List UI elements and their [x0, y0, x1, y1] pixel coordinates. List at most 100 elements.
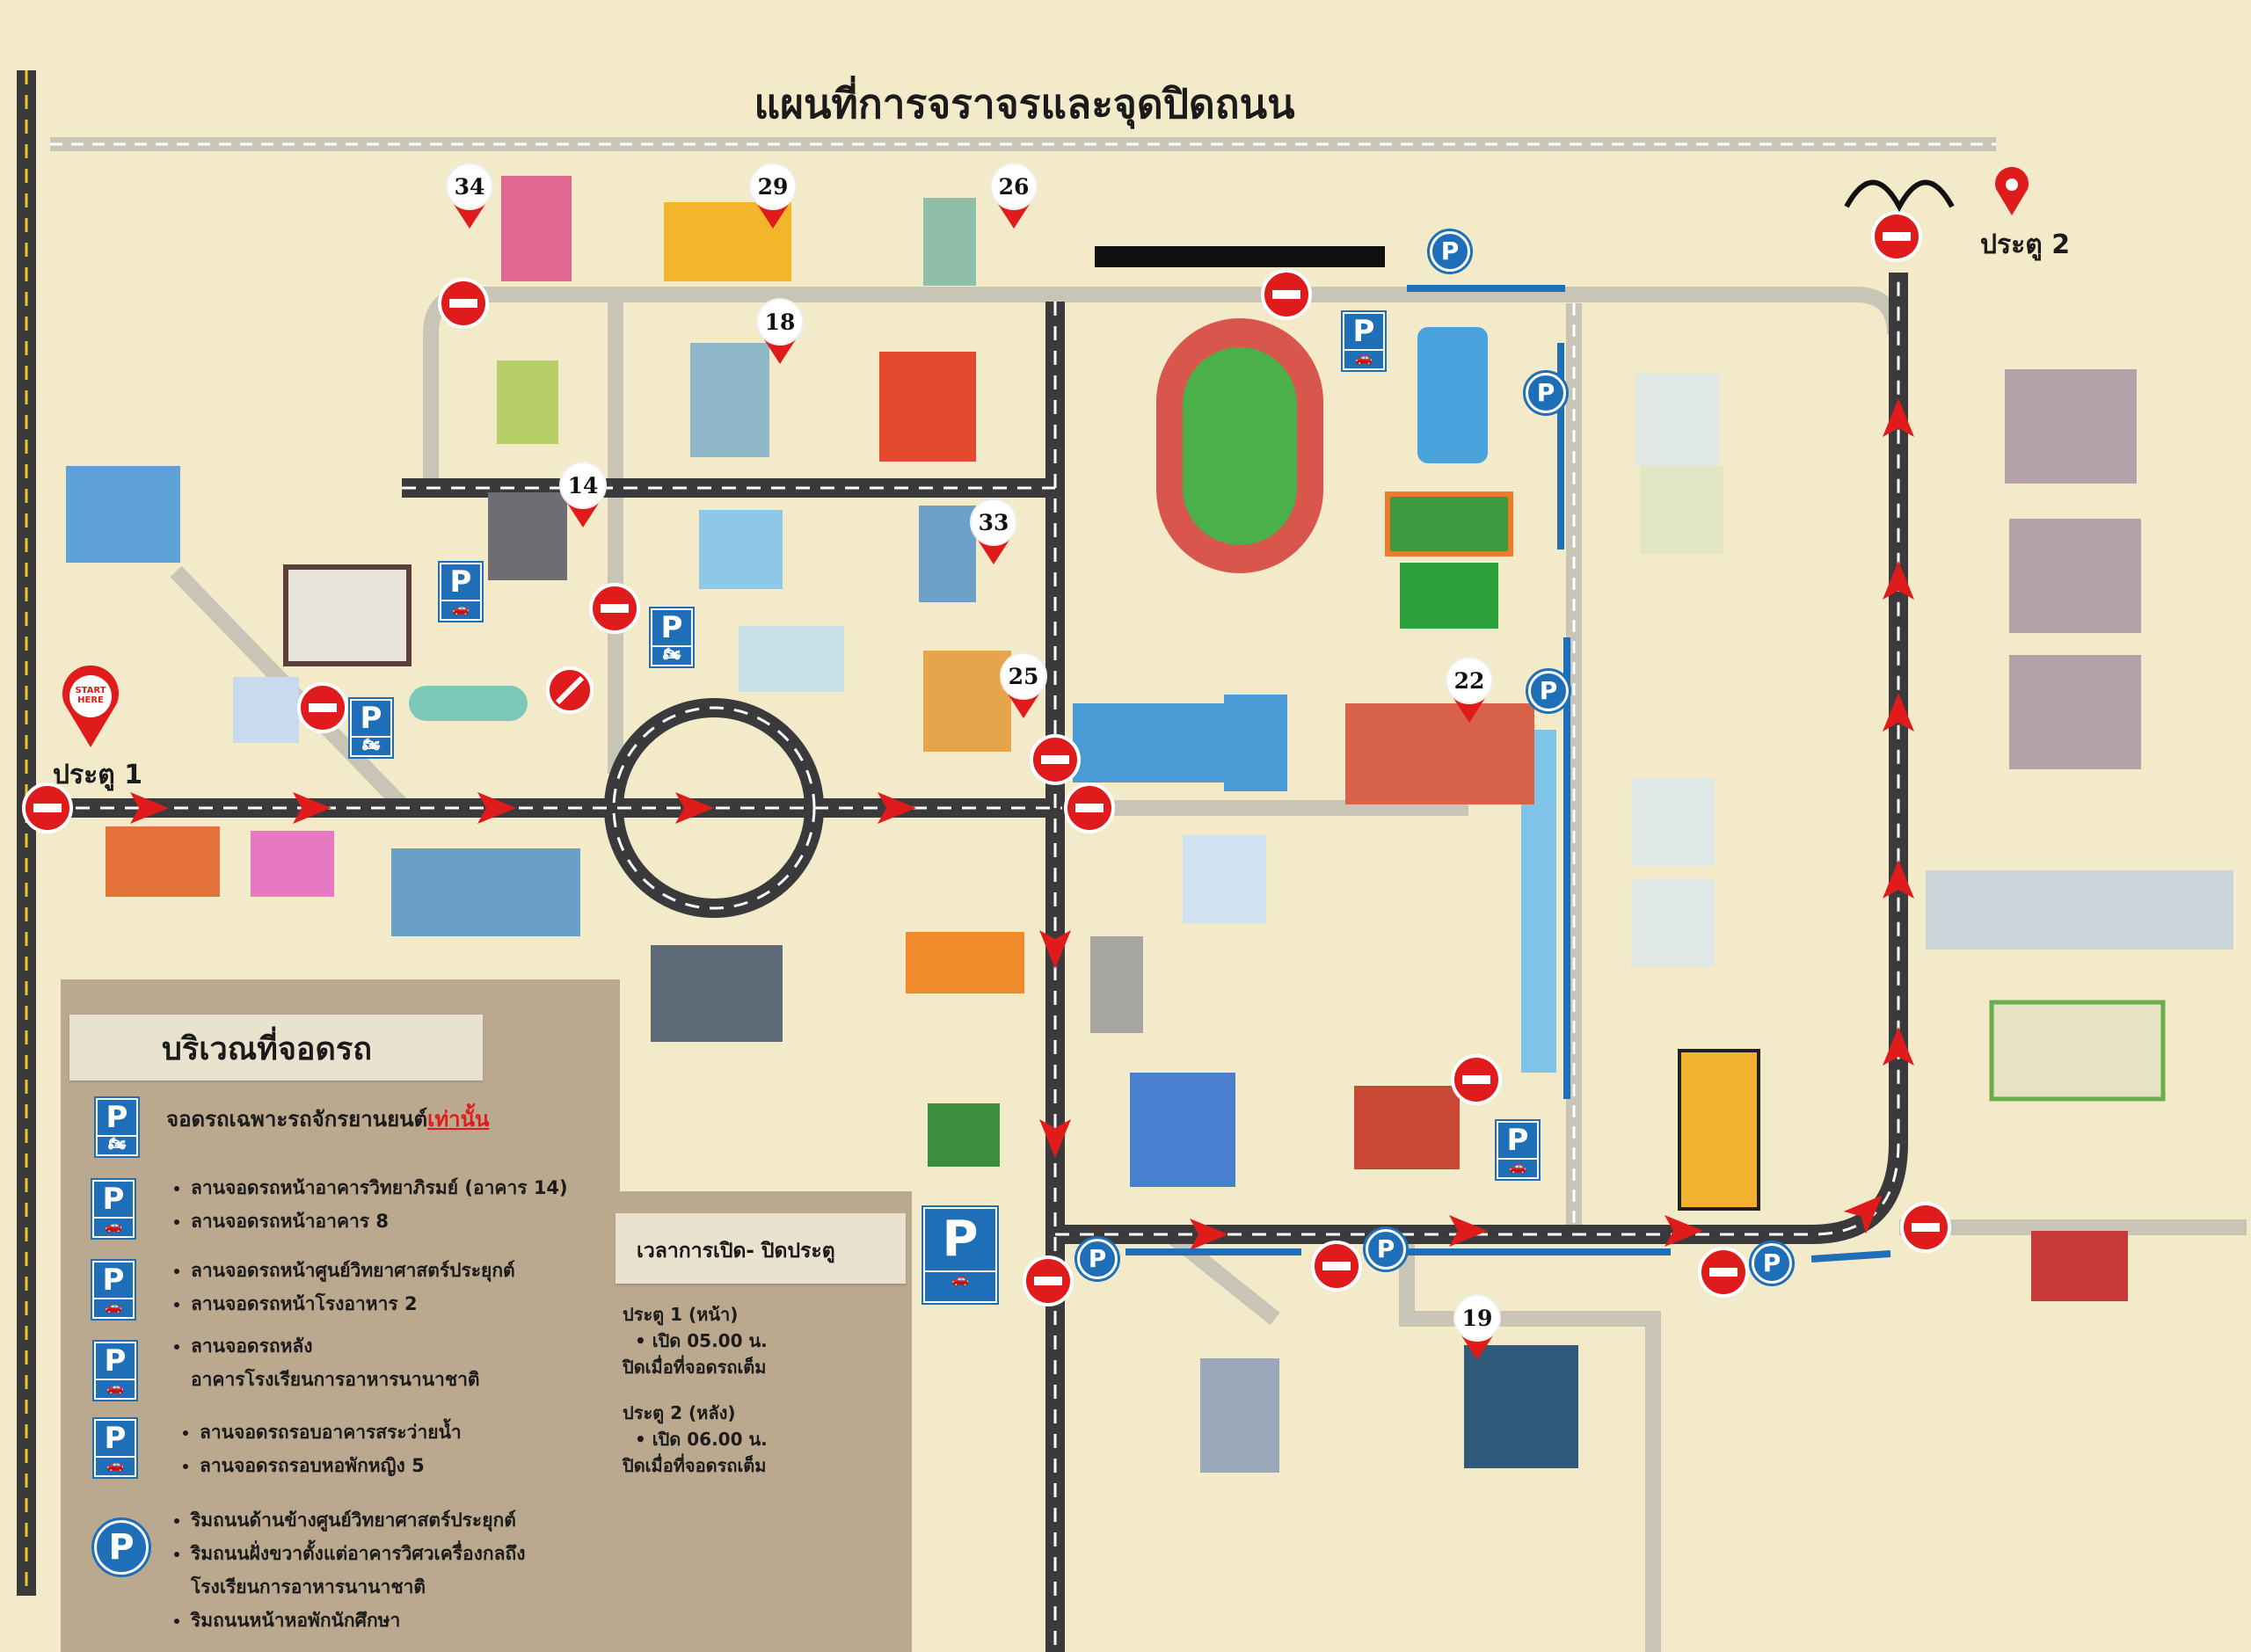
arrow-icon [130, 792, 169, 824]
football-field [1400, 563, 1498, 629]
basketball-courts [1073, 703, 1231, 782]
parking-legend-title: บริเวณที่จอดรถ [162, 1031, 373, 1067]
stadium-track [1156, 318, 1323, 573]
buildings [66, 176, 2233, 1473]
arrow-icon [1883, 1027, 1914, 1066]
roadside-parking-sign: P [1363, 1226, 1409, 1272]
car-parking-sign: P🚗 [438, 561, 484, 622]
gate-hours-list: ประตู 1 (หน้า) • เปิด 05.00 น. ปิดเมื่อท… [623, 1301, 768, 1479]
arrow-icon [1039, 1119, 1071, 1158]
page-title: แผนที่การจราจรและจุดปิดถนน [754, 80, 1295, 127]
motorcycle-parking-icon: P🏍 [94, 1096, 140, 1158]
gate1-close: ปิดเมื่อที่จอดรถเต็ม [623, 1357, 767, 1378]
svg-text:22: 22 [1454, 668, 1485, 694]
gate-hours-panel: เวลาการเปิด- ปิดประตู [610, 1191, 912, 1652]
arrow-icon [1883, 561, 1914, 600]
building-pin-29: 29 [749, 163, 797, 229]
start-pin [62, 665, 120, 747]
no-entry-icon [297, 682, 348, 733]
svg-text:14: 14 [568, 473, 599, 499]
motorcycle-parking-sign: P🏍 [348, 697, 394, 759]
gate2-arch [1844, 179, 1955, 213]
swimming-pool [1417, 327, 1488, 463]
gate1-open: • เปิด 05.00 น. [635, 1330, 768, 1351]
building-pin-14: 14 [559, 462, 607, 528]
building-pin-22: 22 [1446, 657, 1493, 723]
car-parking-icon: P🚗 [92, 1340, 138, 1401]
no-entry-icon [1261, 269, 1312, 320]
gate2-location-pin [1995, 166, 2029, 215]
svg-text:26: 26 [999, 174, 1030, 200]
arrow-icon [1883, 398, 1914, 437]
no-entry-icon [1311, 1241, 1362, 1292]
direction-arrows [130, 398, 1914, 1250]
gate-2-label: ประตู 2 [1980, 229, 2071, 260]
no-entry-icon [1900, 1202, 1951, 1253]
building-pins: 34 29 26 18 14 33 25 22 19 [446, 163, 1501, 1360]
parking-group-2: ลานจอดรถหน้าศูนย์วิทยาศาสตร์ประยุกต์ลานจ… [166, 1254, 515, 1321]
no-entry-signs [22, 211, 1951, 1306]
svg-text:18: 18 [765, 309, 796, 335]
arrow-icon [477, 792, 516, 824]
building-pin-33: 33 [970, 499, 1017, 564]
arrow-icon [293, 792, 331, 824]
building-pin-34: 34 [446, 163, 493, 229]
roadside-parking-sign: P [1075, 1236, 1120, 1282]
arrow-icon [1883, 693, 1914, 731]
car-parking-icon: P🚗 [91, 1259, 136, 1321]
svg-text:33: 33 [979, 510, 1009, 535]
no-entry-icon [1698, 1247, 1749, 1298]
gate2-open: • เปิด 06.00 น. [635, 1429, 768, 1450]
no-entry-icon [1064, 782, 1115, 833]
parking-group-3: ลานจอดรถหลังอาคารโรงเรียนการอาหารนานาชาต… [166, 1329, 480, 1396]
building-pin-19: 19 [1453, 1294, 1501, 1360]
svg-text:29: 29 [758, 174, 789, 200]
no-entry-icon [22, 782, 73, 833]
building-pin-25: 25 [1000, 652, 1047, 718]
gate-hours-title: เวลาการเปิด- ปิดประตู [637, 1240, 835, 1263]
car-parking-sign: P🚗 [1341, 310, 1387, 372]
arrow-icon [1843, 1195, 1883, 1234]
gate1-name: ประตู 1 (หน้า) [623, 1304, 739, 1325]
car-parking-icon: P🚗 [92, 1417, 138, 1479]
gate2-name: ประตู 2 (หลัง) [623, 1402, 736, 1423]
arrow-icon [878, 792, 916, 824]
roadside-parking-sign: P [1427, 229, 1473, 274]
moto-only-note: จอดรถเฉพาะรถจักรยานยนต์เท่านั้น [166, 1107, 490, 1132]
roadside-parking [1126, 285, 1891, 1263]
gate2-close: ปิดเมื่อที่จอดรถเต็ม [623, 1455, 767, 1476]
courts [1224, 695, 1287, 791]
motorcycle-parking-sign: P🏍 [649, 607, 695, 668]
car-parking-sign: P🚗 [1495, 1119, 1541, 1181]
arrow-icon [1449, 1215, 1488, 1247]
no-entry-icon [438, 278, 489, 329]
building-pin-18: 18 [756, 298, 804, 364]
parking-legend: บริเวณที่จอดรถ P🏍 จอดรถเฉพาะรถจักรยานยนต… [61, 979, 620, 1652]
no-entry-icon [1871, 211, 1922, 262]
roadside-parking-sign: P [1749, 1241, 1795, 1286]
building-pin-26: 26 [990, 163, 1038, 229]
arrow-icon [1665, 1215, 1703, 1247]
svg-text:19: 19 [1462, 1306, 1493, 1331]
start-here-label: START HERE [75, 686, 106, 705]
svg-text:34: 34 [455, 174, 485, 200]
arrow-icon [1190, 1219, 1228, 1250]
car-parking-icon: P🚗 [91, 1178, 136, 1240]
arrow-icon [1883, 860, 1914, 899]
svg-text:25: 25 [1009, 664, 1039, 689]
car-parking-sign: P🚗 [922, 1205, 999, 1305]
no-entry-icon [1030, 734, 1081, 785]
construction-site [1095, 246, 1385, 267]
parking-group-4: ลานจอดรถรอบอาคารสระว่ายน้ำลานจอดรถรอบหอพ… [175, 1415, 462, 1482]
no-entry-icon [1023, 1255, 1074, 1306]
no-parking-icon [546, 666, 594, 714]
arrow-icon [675, 792, 714, 824]
arrow-icon [1039, 930, 1071, 969]
gate-1-label: ประตู 1 [53, 760, 143, 790]
tennis-court [1385, 491, 1513, 557]
roadside-parking-icon: P [91, 1517, 151, 1577]
no-entry-icon [1451, 1054, 1502, 1105]
no-entry-icon [589, 583, 640, 634]
parking-group-5: ริมถนนด้านข้างศูนย์วิทยาศาสตร์ประยุกต์ริ… [166, 1503, 525, 1637]
